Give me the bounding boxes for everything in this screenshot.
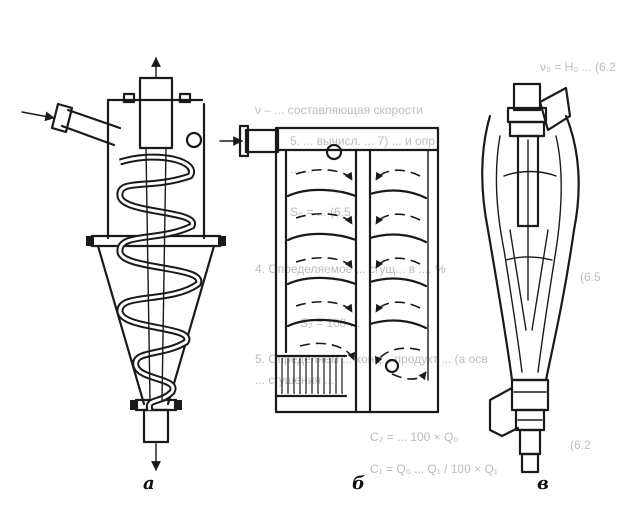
sediment-zone-b: [274, 354, 348, 398]
bg-text-line: 5. ... вычисл. ... 7) ... и опр: [290, 134, 435, 148]
apex-outlet: [142, 408, 170, 444]
apparatus-b: [219, 124, 440, 414]
underflow-spigot: [520, 452, 540, 474]
stage-plates: [286, 188, 428, 330]
cylinder-wall: [106, 98, 206, 240]
bg-text-line: ... ...: [290, 162, 314, 176]
figure-label-b: б: [352, 473, 365, 494]
cone-wall: [96, 244, 216, 406]
flow-arrows-b: [295, 168, 427, 381]
cyclone-a: [21, 57, 226, 471]
bg-text-line: (6.5: [580, 270, 601, 284]
spiral-flow-a: [116, 153, 203, 412]
body-outer-c: [481, 114, 580, 382]
bg-text-line: 4. Определяемое ... сгущ... в ..., %: [255, 262, 446, 276]
bg-text-line: ... сгущения ...: [255, 373, 335, 387]
inlet-pipe-a: [21, 102, 122, 147]
cyclone-c: [481, 82, 580, 474]
bg-text-line: ν – ... составляющая скорости: [255, 103, 424, 117]
inlet-arrow-a: [21, 111, 55, 122]
inlet-box-c: [538, 86, 572, 132]
overflow-nozzle: [512, 82, 542, 112]
inlet-pipe-b: [244, 128, 280, 154]
bg-text-line: C₁ = Q₀ ... Q₁ / 100 × Q₁: [370, 462, 498, 476]
figure-label-a: а: [143, 473, 155, 494]
vortex-finder: [138, 76, 174, 150]
side-discharge-c: [488, 386, 520, 438]
bg-text-line: (6.2: [570, 438, 591, 452]
bg-text-line: C₂ = ... 100 × Q₀: [370, 430, 459, 444]
bg-text-line: ν₀ = H₀ ... (6.2: [540, 60, 616, 74]
figure-label-c: в: [537, 473, 549, 494]
